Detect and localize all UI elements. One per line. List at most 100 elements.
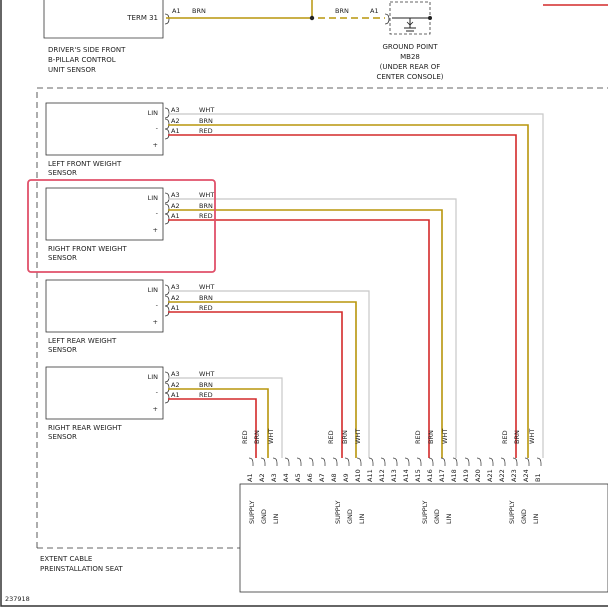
connector-pin-bracket xyxy=(272,457,278,466)
sensor-lin-label: LIN xyxy=(148,109,159,117)
connector-pin-bracket xyxy=(308,457,314,466)
driver-sensor-line3: UNIT SENSOR xyxy=(48,66,96,74)
connector-pin-label: A5 xyxy=(294,473,302,482)
sensor-name-line2: SENSOR xyxy=(48,433,77,441)
vertical-wire-label: RED xyxy=(414,430,422,444)
sensor-pin-bracket xyxy=(164,392,170,404)
weight-sensor-box xyxy=(45,187,164,241)
connector-pin-label: A11 xyxy=(366,469,374,482)
connector-pin-bracket xyxy=(284,457,290,466)
connector-pin-label: B1 xyxy=(534,473,542,482)
sensor-pin-label: A2 xyxy=(171,381,180,389)
connector-pin-label: A20 xyxy=(474,469,482,482)
ground-label-line3: (UNDER REAR OF xyxy=(380,63,441,71)
harness-wire-brn xyxy=(168,388,269,458)
connector-pin-bracket xyxy=(536,457,542,466)
sensor-pin-label: A2 xyxy=(171,202,180,210)
sensor-pin-label: A2 xyxy=(171,294,180,302)
harness-wire-brn xyxy=(168,124,529,458)
vertical-wire-label: WHT xyxy=(354,429,362,444)
sensor-pin-bracket xyxy=(164,203,170,215)
connector-pin-bracket xyxy=(428,457,434,466)
connector-pin-label: A18 xyxy=(450,469,458,482)
connector-pin-bracket xyxy=(512,457,518,466)
top-wire-right-label: BRN xyxy=(335,7,349,15)
connector-pin-label: A13 xyxy=(390,469,398,482)
harness-wire-brn xyxy=(168,301,357,458)
sensor-minus-label: - xyxy=(156,388,159,396)
ground-pin-bracket xyxy=(384,13,390,25)
sensor-lin-label: LIN xyxy=(148,286,159,294)
connector-pin-label: A7 xyxy=(318,473,326,482)
connector-pin-label: A22 xyxy=(498,469,506,482)
sensor-pin-label: A1 xyxy=(171,212,180,220)
connector-pin-bracket xyxy=(464,457,470,466)
sensor-minus-label: - xyxy=(156,209,159,217)
connector-pin-label: A16 xyxy=(426,469,434,482)
sensor-pin-label: A3 xyxy=(171,191,180,199)
sensor-pin-label: A3 xyxy=(171,106,180,114)
harness-wire-red xyxy=(168,311,343,458)
top-pin-right: A1 xyxy=(370,7,379,15)
vertical-wire-label: RED xyxy=(241,430,249,444)
vertical-wire-label: RED xyxy=(501,430,509,444)
connector-pin-label: A4 xyxy=(282,473,290,482)
connector-pin-bracket xyxy=(332,457,338,466)
vertical-wire-label: WHT xyxy=(441,429,449,444)
connector-pin-bracket xyxy=(452,457,458,466)
sensor-wire-label: BRN xyxy=(199,117,213,125)
term31-label: TERM 31 xyxy=(126,14,158,22)
connector-pin-label: A21 xyxy=(486,469,494,482)
connector-pin-bracket xyxy=(320,457,326,466)
connector-pin-bracket xyxy=(368,457,374,466)
sensor-pin-label: A3 xyxy=(171,370,180,378)
connector-pin-label: A17 xyxy=(438,469,446,482)
right-front-sensor-highlight xyxy=(27,179,216,273)
vertical-wire-label: WHT xyxy=(267,429,275,444)
weight-sensor-box xyxy=(45,279,164,333)
connector-pin-bracket xyxy=(248,457,254,466)
connector-pin-bracket xyxy=(476,457,482,466)
driver-sensor-box xyxy=(43,0,164,39)
sensor-wire-label: BRN xyxy=(199,381,213,389)
connector-pin-bracket xyxy=(296,457,302,466)
harness-wire-wht xyxy=(168,113,544,458)
sensor-wire-label: WHT xyxy=(199,370,214,378)
harness-wire-brn xyxy=(168,209,443,458)
connector-pin-bracket xyxy=(488,457,494,466)
connector-function-label: LIN xyxy=(445,513,453,524)
driver-sensor-line1: DRIVER'S SIDE FRONT xyxy=(48,46,126,54)
sensor-pin-label: A1 xyxy=(171,391,180,399)
sensor-name-line1: LEFT FRONT WEIGHT xyxy=(48,160,122,168)
sensor-pin-bracket xyxy=(164,295,170,307)
seat-dashed-outline xyxy=(36,87,608,548)
connector-pin-label: A1 xyxy=(246,473,254,482)
connector-pin-bracket xyxy=(344,457,350,466)
sensor-minus-label: - xyxy=(156,124,159,132)
connector-pin-bracket xyxy=(416,457,422,466)
weight-sensor-box xyxy=(45,102,164,156)
sensor-name-line2: SENSOR xyxy=(48,169,77,177)
connector-pin-label: A23 xyxy=(510,469,518,482)
connector-function-label: SUPPLY xyxy=(508,501,516,524)
figure-id: 237918 xyxy=(5,595,30,603)
connector-function-label: GND xyxy=(520,509,528,524)
connector-function-label: GND xyxy=(433,509,441,524)
connector-pin-bracket xyxy=(260,457,266,466)
sensor-pin-label: A3 xyxy=(171,283,180,291)
connector-pin-label: A9 xyxy=(342,473,350,482)
sensor-wire-label: BRN xyxy=(199,202,213,210)
connector-function-label: GND xyxy=(346,509,354,524)
connector-function-label: LIN xyxy=(358,513,366,524)
connector-pin-label: A3 xyxy=(270,473,278,482)
term31-pin-bracket xyxy=(164,13,170,25)
sensor-name-line1: LEFT REAR WEIGHT xyxy=(48,337,117,345)
sensor-plus-label: + xyxy=(153,141,158,149)
sensor-pin-bracket xyxy=(164,118,170,130)
sensor-lin-label: LIN xyxy=(148,194,159,202)
harness-wire-red xyxy=(168,398,257,458)
sensor-pin-bracket xyxy=(164,284,170,296)
